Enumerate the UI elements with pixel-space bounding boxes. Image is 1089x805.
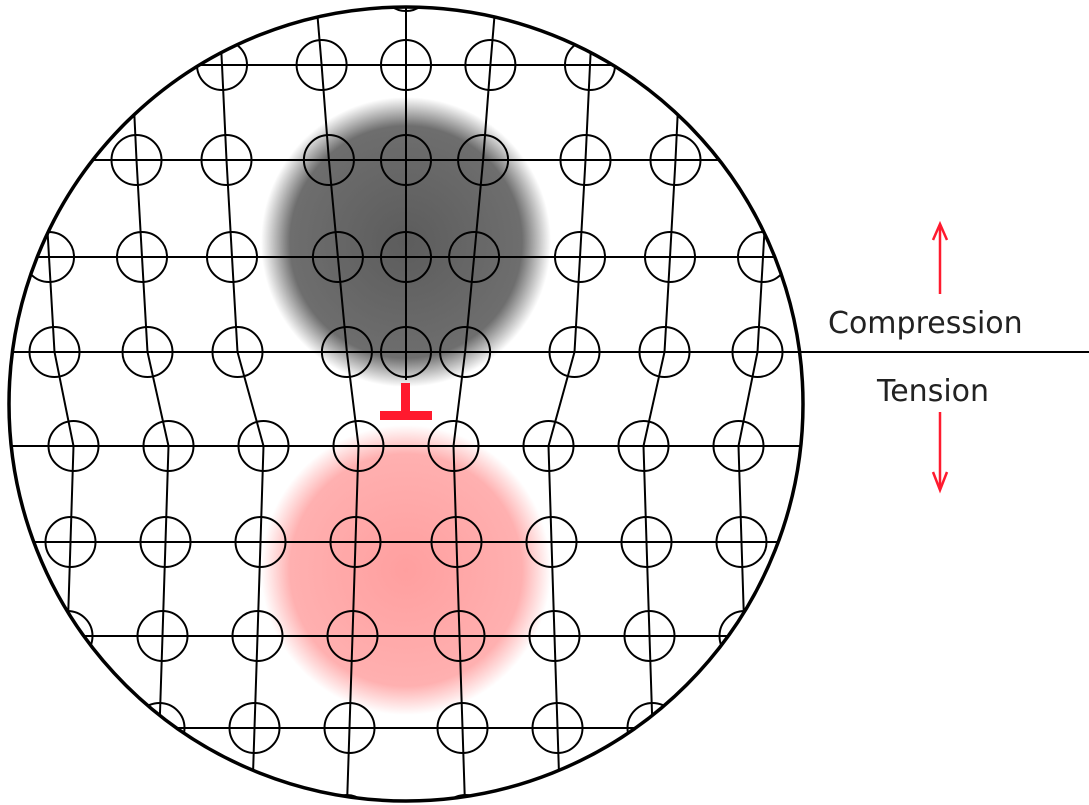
atom — [332, 420, 385, 472]
atom — [28, 326, 81, 378]
tension-zone — [261, 425, 551, 715]
atom — [436, 702, 489, 754]
atom — [568, 7, 620, 12]
tension-label: Tension — [876, 374, 989, 409]
atom — [380, 231, 432, 283]
down-arrow-icon — [931, 412, 949, 494]
atom — [534, 794, 587, 801]
atom — [121, 326, 174, 378]
lattice-column-line — [737, 7, 778, 801]
atom — [17, 134, 70, 186]
atom — [439, 326, 492, 378]
atom — [142, 420, 195, 472]
atom — [13, 39, 65, 91]
atom — [724, 794, 777, 801]
atom — [380, 7, 432, 12]
atom — [629, 794, 682, 801]
atom — [654, 39, 706, 91]
atom — [35, 794, 88, 801]
atom — [47, 420, 100, 472]
edge-dislocation-symbol — [380, 383, 432, 420]
atom — [380, 39, 432, 91]
lattice-column-line — [642, 7, 685, 801]
atom — [751, 7, 803, 12]
atom — [554, 231, 606, 283]
atom — [9, 7, 61, 12]
atom — [471, 7, 523, 12]
lattice-column-line — [127, 7, 170, 801]
atom — [200, 134, 253, 186]
lattice-column-line — [314, 7, 360, 801]
atom — [320, 326, 373, 378]
compression-label: Compression — [828, 306, 1023, 341]
atom — [130, 794, 183, 801]
atom — [559, 134, 612, 186]
atom — [139, 516, 192, 568]
atom — [457, 134, 510, 186]
atom — [638, 326, 691, 378]
atom — [38, 702, 91, 754]
atom — [231, 610, 284, 662]
atom — [326, 610, 379, 662]
atom — [715, 516, 768, 568]
atom — [106, 39, 158, 91]
atom — [617, 420, 670, 472]
lattice-column-line — [217, 7, 265, 801]
atom — [380, 134, 432, 186]
atom — [289, 7, 341, 12]
atom — [192, 7, 244, 12]
atom — [731, 326, 784, 378]
atom — [525, 516, 578, 568]
atom — [380, 326, 432, 378]
atom — [623, 610, 676, 662]
atom — [206, 231, 258, 283]
atom — [464, 39, 517, 91]
atom — [225, 794, 278, 801]
atom — [742, 134, 795, 186]
atom — [323, 702, 376, 754]
atom — [311, 231, 364, 283]
atom — [228, 702, 281, 754]
atom — [721, 702, 774, 754]
crystal-boundary — [7, 5, 805, 803]
atom — [433, 610, 486, 662]
atom — [102, 7, 154, 12]
atom — [649, 134, 702, 186]
atom — [211, 326, 264, 378]
atom — [528, 610, 581, 662]
atom — [620, 516, 673, 568]
lattice-column-line — [34, 7, 75, 801]
atom — [522, 420, 575, 472]
atom — [234, 516, 287, 568]
atom — [712, 420, 765, 472]
atom — [237, 420, 290, 472]
atom — [644, 231, 696, 283]
atom — [548, 326, 601, 378]
atom — [427, 420, 480, 472]
up-arrow-icon — [931, 220, 949, 294]
atom — [110, 134, 163, 186]
atom — [302, 134, 355, 186]
lattice-column-line — [547, 7, 595, 801]
atom — [430, 516, 483, 568]
atom — [116, 231, 168, 283]
atom — [448, 231, 501, 283]
atom — [531, 702, 584, 754]
atom — [329, 516, 382, 568]
atom — [747, 39, 799, 91]
atom — [44, 516, 97, 568]
lattice-column-line — [452, 7, 498, 801]
atom — [295, 39, 348, 91]
atom — [136, 610, 189, 662]
atom — [658, 7, 710, 12]
